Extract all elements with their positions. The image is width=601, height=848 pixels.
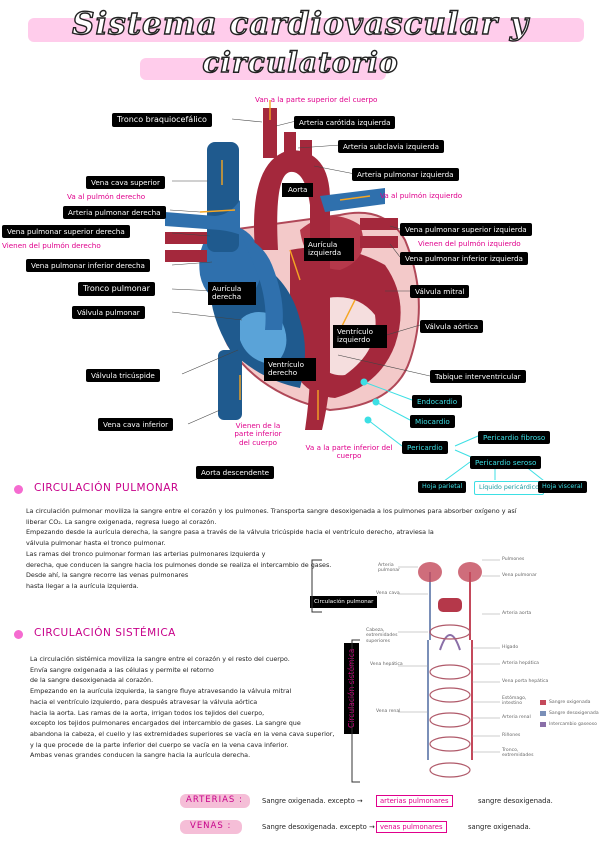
label-vienen-pulmon-der: Vienen del pulmón derecho <box>2 242 101 250</box>
circ-label-arteria-hepatica: Arteria hepática <box>502 661 539 666</box>
bullet-dot-icon <box>14 485 23 494</box>
label-valvula-tricuspide: Válvula tricúspide <box>86 369 160 382</box>
legend-label: Sangre desoxigenada <box>549 711 599 716</box>
venas-box: venas pulmonares <box>376 821 447 833</box>
badge-pulmonar: Circulación pulmonar <box>310 596 377 608</box>
label-hoja-visceral: Hoja visceral <box>538 481 587 493</box>
label-arteria-pulm-der: Arteria pulmonar derecha <box>63 206 166 219</box>
label-pericardio-seroso: Pericardio seroso <box>470 456 541 469</box>
legend-item: Intercambio gaseoso <box>540 722 599 727</box>
label-van-inferior: Va a la parte inferior del cuerpo <box>304 444 394 461</box>
arterias-text: Sangre oxigenada. excepto → <box>262 797 363 805</box>
heading-sistemica: CIRCULACIÓN SISTÉMICA <box>34 627 176 639</box>
circ-label-pulmones: Pulmones <box>502 557 524 562</box>
venas-text: Sangre desoxigenada. excepto → <box>262 823 375 831</box>
legend: Sangre oxigenada Sangre desoxigenada Int… <box>540 700 599 727</box>
label-miocardio: Miocardio <box>410 415 455 428</box>
label-arteria-pulm-izq: Arteria pulmonar izquierda <box>352 168 459 181</box>
circ-label-cabeza: Cabeza, extremidades superiores <box>366 628 404 644</box>
circ-label-higado: Hígado <box>502 645 518 650</box>
circ-label-estomago: Estómago, intestino <box>502 696 536 707</box>
pulmonar-line: hasta llegar a la aurícula izquierda. <box>26 581 517 592</box>
legend-swatch <box>540 711 546 716</box>
legend-label: Sangre oxigenada <box>549 700 591 705</box>
legend-label: Intercambio gaseoso <box>549 722 597 727</box>
sistemica-line: Envía sangre oxigenada a las células y p… <box>30 665 334 676</box>
label-pericardio-fibroso: Pericardio fibroso <box>478 431 550 444</box>
sistemica-line: La circulación sistémica moviliza la san… <box>30 654 334 665</box>
venas-label: VENAS : <box>190 821 231 831</box>
label-valvula-pulmonar: Válvula pulmonar <box>72 306 145 319</box>
heading-pulmonar: CIRCULACIÓN PULMONAR <box>34 482 179 494</box>
sistemica-line: de la sangre desoxigenada al corazón. <box>30 675 334 686</box>
circ-label-tronco: Tronco, extremidades <box>502 748 538 759</box>
label-endocardio: Endocardio <box>412 395 462 408</box>
sistemica-line: Ambas venas grandes conducen la sangre h… <box>30 750 334 761</box>
badge-sistemica: Circulación sistémica <box>344 643 359 734</box>
label-tabique: Tabique interventricular <box>430 370 526 383</box>
label-vena-pulm-sup-izq: Vena pulmonar superior izquierda <box>400 223 532 236</box>
circ-label-vena-cava: Vena cava <box>376 591 400 596</box>
legend-item: Sangre desoxigenada <box>540 711 599 716</box>
legend-swatch <box>540 722 546 727</box>
label-va-pulmon-izq: Va al pulmón izquierdo <box>380 192 462 200</box>
label-tronco-braquio: Tronco braquiocefálico <box>112 113 212 127</box>
legend-item: Sangre oxigenada <box>540 700 599 705</box>
circ-label-arteria-pulmonar: Arteria pulmonar <box>378 563 410 574</box>
arterias-label: ARTERIAS : <box>186 795 243 805</box>
pulmonar-line: Empezando desde la aurícula derecha, la … <box>26 527 517 538</box>
label-valvula-aortica: Válvula aórtica <box>420 320 483 333</box>
pulmonar-line: La circulación pulmonar moviliza la sang… <box>26 506 517 517</box>
label-top: Van a la parte superior del cuerpo <box>255 96 377 104</box>
label-hoja-parietal: Hoja parietal <box>418 481 466 493</box>
sistemica-line: abandona la cabeza, el cuello y las extr… <box>30 729 334 740</box>
label-ventriculo-izq: Ventrículo izquierdo <box>333 325 387 348</box>
venas-tail: sangre oxigenada. <box>468 823 531 831</box>
label-auricula-der: Aurícula derecha <box>208 282 256 305</box>
pulmonar-line: Las ramas del tronco pulmonar forman las… <box>26 549 517 560</box>
pulmonar-line: Desde ahí, la sangre recorre las venas p… <box>26 570 517 581</box>
sistemica-line: y la que procede de la parte inferior de… <box>30 740 334 751</box>
pulmonar-line: válvula pulmonar hasta el tronco pulmona… <box>26 538 517 549</box>
circ-label-arteria-aorta: Arteria aorta <box>502 611 531 616</box>
label-aorta-desc: Aorta descendente <box>196 466 274 479</box>
bullet-dot-icon <box>14 630 23 639</box>
pulmonar-line: derecha, que conducen la sangre hacia lo… <box>26 560 517 571</box>
label-liquido-pericardico: Líquido pericárdico <box>474 481 544 495</box>
paragraph-pulmonar: La circulación pulmonar moviliza la sang… <box>26 506 517 592</box>
label-tronco-pulmonar: Tronco pulmonar <box>78 282 155 296</box>
circ-label-arteria-renal: Arteria renal <box>502 715 531 720</box>
paragraph-sistemica: La circulación sistémica moviliza la san… <box>30 654 334 761</box>
label-ventriculo-der: Ventrículo derecho <box>264 358 316 381</box>
label-valvula-mitral: Válvula mitral <box>410 285 469 298</box>
label-vena-pulm-sup-der: Vena pulmonar superior derecha <box>2 225 130 238</box>
circ-label-vena-pulmonar: Vena pulmonar <box>502 573 537 578</box>
circ-label-rinones: Riñones <box>502 733 520 738</box>
sistemica-line: hacia el ventrículo izquierdo, para desp… <box>30 697 334 708</box>
label-arteria-carotida: Arteria carótida izquierda <box>294 116 395 129</box>
label-vena-cava-inf: Vena cava inferior <box>98 418 173 431</box>
legend-swatch <box>540 700 546 705</box>
arterias-box: arterias pulmonares <box>376 795 453 807</box>
sistemica-line: hacia la aorta. Las ramas de la aorta, i… <box>30 708 334 719</box>
sistemica-line: Empezando en la aurícula izquierda, la s… <box>30 686 334 697</box>
circ-label-vena-renal: Vena renal <box>376 709 400 714</box>
label-vienen-pulmon-izq: Vienen del pulmón izquierdo <box>418 240 521 248</box>
circ-label-vena-porta: Vena porta hepática <box>502 679 548 684</box>
label-aorta: Aorta <box>282 183 313 197</box>
label-vienen-inferior: Vienen de la parte inferior del cuerpo <box>228 422 288 447</box>
circ-label-vena-hepatica: Vena hepática <box>370 662 403 667</box>
arterias-tail: sangre desoxigenada. <box>478 797 553 805</box>
sistemica-line: excepto los tejidos pulmonares encargado… <box>30 718 334 729</box>
label-pericardio: Pericardio <box>402 441 448 454</box>
label-auricula-izq: Aurícula izquierda <box>304 238 354 261</box>
label-vena-pulm-inf-izq: Vena pulmonar inferior izquierda <box>400 252 528 265</box>
label-vena-pulm-inf-der: Vena pulmonar inferior derecha <box>26 259 150 272</box>
label-arteria-subclavia: Arteria subclavia izquierda <box>338 140 444 153</box>
pulmonar-line: liberar CO₂. La sangre oxigenada, regres… <box>26 517 517 528</box>
label-vena-cava-sup: Vena cava superior <box>86 176 165 189</box>
label-van-pulmon-der: Va al pulmón derecho <box>67 193 145 201</box>
